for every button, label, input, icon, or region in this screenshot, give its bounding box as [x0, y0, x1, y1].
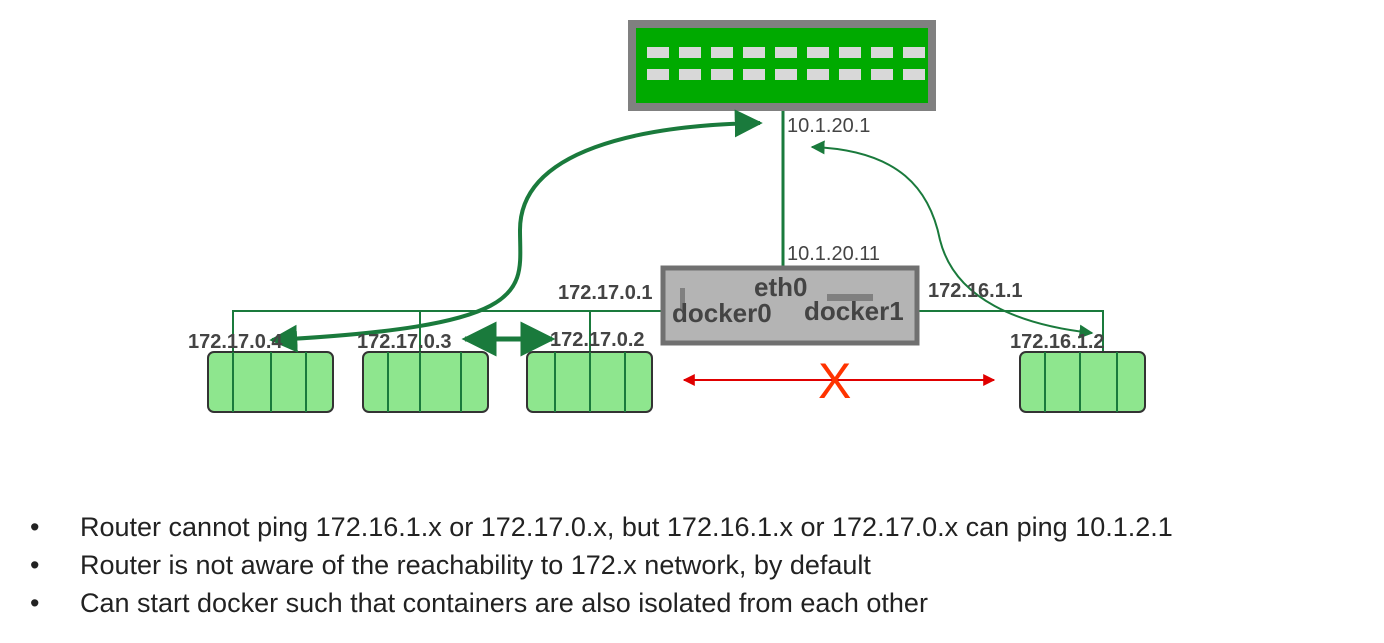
container-172-17-0-2: [526, 351, 653, 413]
container-ip-label: 172.16.1.2: [1010, 331, 1105, 353]
router-port: [807, 47, 829, 58]
ping-arrow-docker1-container-to-router: [810, 140, 1094, 339]
router-port: [871, 69, 893, 80]
docker1-label: docker1: [804, 296, 904, 326]
bullet-glyph: •: [30, 550, 40, 580]
router-port: [775, 47, 797, 58]
container-172-17-0-4: [207, 351, 334, 413]
note-item: • Router cannot ping 172.16.1.x or 172.1…: [30, 508, 1173, 546]
note-text: Router cannot ping 172.16.1.x or 172.17.…: [80, 512, 1173, 542]
router-port: [775, 69, 797, 80]
container-172-16-1-2: [1019, 351, 1146, 413]
notes-list: • Router cannot ping 172.16.1.x or 172.1…: [30, 508, 1173, 622]
container-box: [362, 351, 489, 413]
router-port: [743, 47, 765, 58]
docker-host: eth0 docker0 docker1: [660, 265, 920, 346]
note-text: Router is not aware of the reachability …: [80, 550, 871, 580]
router-port: [711, 69, 733, 80]
note-item: • Can start docker such that containers …: [30, 584, 1173, 622]
docker1-ip-label: 172.16.1.1: [928, 280, 1023, 302]
router-port: [679, 47, 701, 58]
router-port: [903, 47, 925, 58]
router-port: [839, 47, 861, 58]
bullet-glyph: •: [30, 512, 40, 542]
router-port: [903, 69, 925, 80]
container-ip-label: 172.17.0.2: [550, 329, 645, 351]
blocked-x-mark: X: [818, 353, 851, 409]
docker0-label: docker0: [672, 298, 772, 328]
network-diagram: eth0 docker0 docker1 X 10.1.20.1 10.1.20…: [188, 20, 1146, 413]
container-ip-label: 172.17.0.3: [357, 331, 452, 353]
router-ports: [647, 47, 925, 80]
container-172-17-0-3: [362, 351, 489, 413]
router-port: [647, 69, 669, 80]
host-ip-label: 10.1.20.11: [787, 243, 880, 265]
router-port: [807, 69, 829, 80]
note-item: • Router is not aware of the reachabilit…: [30, 546, 1173, 584]
container-ip-label: 172.17.0.4: [188, 331, 283, 353]
note-text: Can start docker such that containers ar…: [80, 588, 928, 618]
bullet-glyph: •: [30, 588, 40, 618]
ping-arrow-container-to-router: [269, 109, 763, 353]
router-port: [871, 47, 893, 58]
eth0-label: eth0: [754, 272, 807, 302]
docker0-ip-label: 172.17.0.1: [558, 282, 653, 304]
router: [628, 20, 936, 111]
router-port: [647, 47, 669, 58]
router-port: [679, 69, 701, 80]
router-port: [711, 47, 733, 58]
container-box: [1019, 351, 1146, 413]
router-body: [636, 28, 928, 103]
router-ip-label: 10.1.20.1: [787, 115, 870, 137]
router-port: [839, 69, 861, 80]
router-port: [743, 69, 765, 80]
